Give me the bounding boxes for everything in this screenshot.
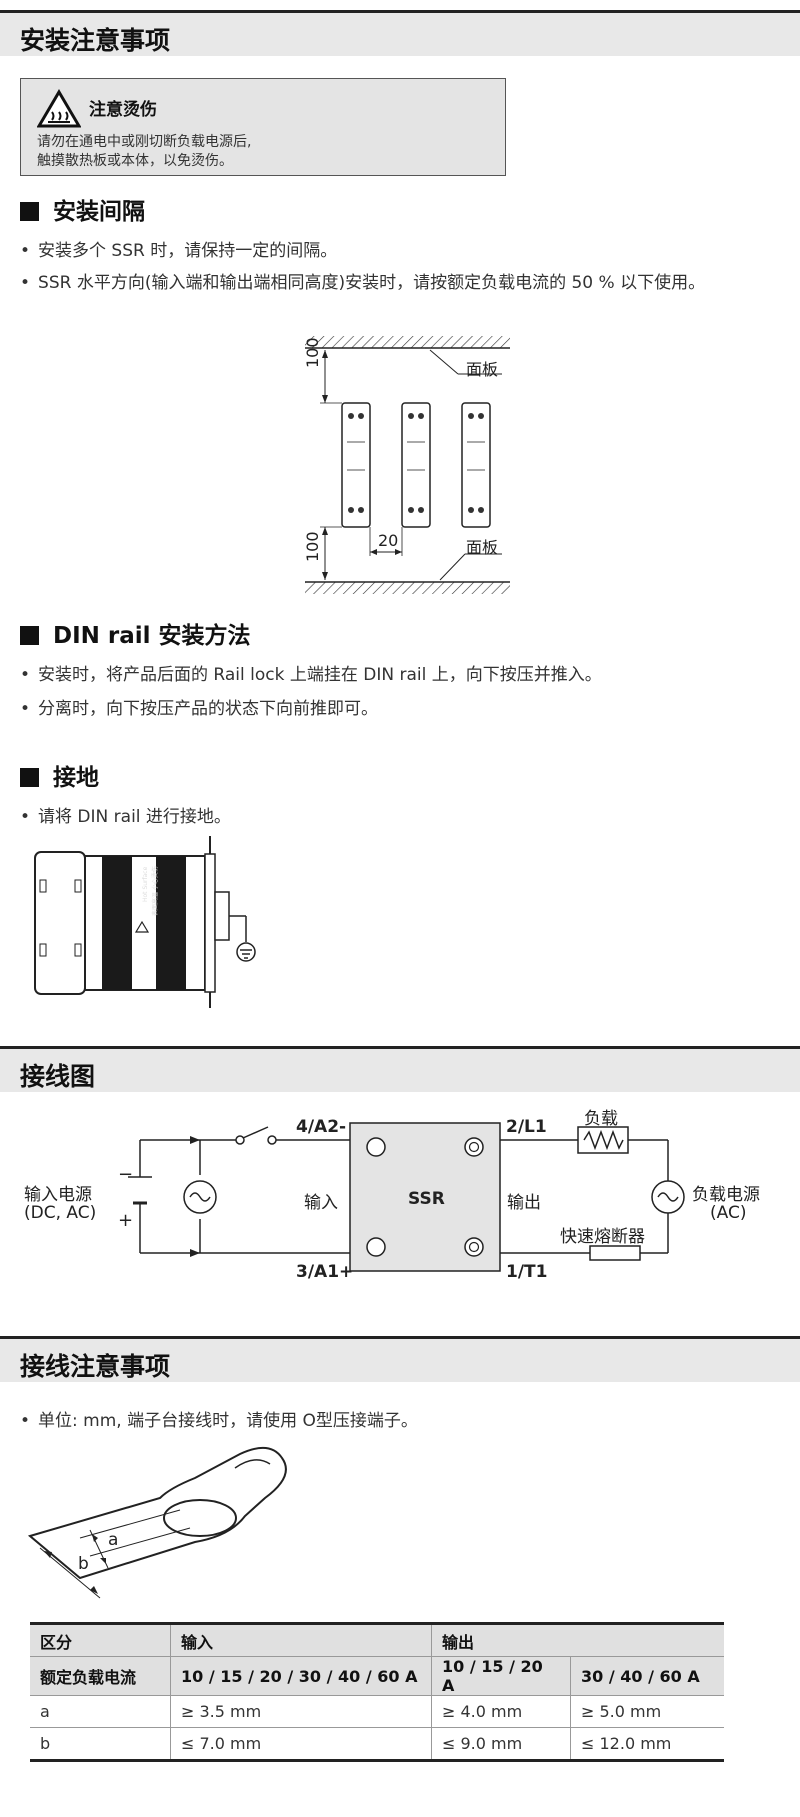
terminal-label: 2/L1 bbox=[506, 1117, 547, 1137]
table-cell: 额定负载电流 bbox=[30, 1656, 171, 1696]
warning-text: 触摸散热板或本体，以免烫伤。 bbox=[37, 153, 233, 169]
square-bullet-icon bbox=[20, 202, 39, 221]
subheading-din-rail: DIN rail 安装方法 bbox=[20, 616, 251, 650]
table-cell: 30 / 40 / 60 A bbox=[570, 1656, 724, 1696]
load-source-label: 负载电源 bbox=[692, 1185, 760, 1205]
ssr-module bbox=[401, 402, 431, 528]
din-rail bbox=[204, 853, 216, 993]
ssr-module bbox=[461, 402, 491, 528]
hot-surface-label: 表面高温 小心烫伤 bbox=[152, 866, 159, 916]
load-label: 负载 bbox=[584, 1109, 618, 1129]
dimension-label-b: b bbox=[78, 1554, 89, 1574]
subheading-spacing: 安装间隔 bbox=[20, 192, 145, 226]
section-title: 接线图 bbox=[20, 1062, 96, 1091]
square-bullet-icon bbox=[20, 626, 39, 645]
dimension-label-a: a bbox=[108, 1530, 119, 1550]
input-source-label: 输入电源 bbox=[24, 1185, 92, 1205]
subheading-text: DIN rail 安装方法 bbox=[53, 623, 251, 649]
warning-text: 请勿在通电中或刚切断负载电源后, bbox=[37, 134, 252, 150]
table-cell: ≤ 9.0 mm bbox=[431, 1727, 571, 1762]
bullet-item: 分离时，向下按压产品的状态下向前推即可。 bbox=[20, 694, 378, 719]
ground-diagram bbox=[34, 836, 256, 1008]
panel-top-hatch bbox=[305, 336, 510, 348]
ground-icon bbox=[236, 942, 256, 962]
warning-box: 注意烫伤 请勿在通电中或刚切断负载电源后, 触摸散热板或本体，以免烫伤。 bbox=[20, 78, 506, 176]
subheading-text: 接地 bbox=[53, 765, 99, 791]
table-cell: a bbox=[30, 1695, 171, 1728]
section-header-wiring-notes: 接线注意事项 bbox=[0, 1336, 800, 1382]
fuse-icon bbox=[589, 1245, 641, 1261]
table-header-row: 区分 输入 输出 bbox=[30, 1622, 724, 1657]
hot-surface-label: Hot Surface bbox=[142, 866, 149, 902]
warning-title: 注意烫伤 bbox=[89, 100, 157, 120]
panel-label: 面板 bbox=[466, 538, 499, 557]
table-header-row: 额定负载电流 10 / 15 / 20 / 30 / 40 / 60 A 10 … bbox=[30, 1656, 724, 1696]
ssr-label: SSR bbox=[408, 1189, 445, 1209]
table-cell: 输出 bbox=[431, 1622, 724, 1657]
table-row: b ≤ 7.0 mm ≤ 9.0 mm ≤ 12.0 mm bbox=[30, 1727, 724, 1762]
output-label: 输出 bbox=[507, 1193, 541, 1213]
dimension-label: 100 bbox=[303, 337, 322, 368]
square-bullet-icon bbox=[20, 768, 39, 787]
table-row: a ≥ 3.5 mm ≥ 4.0 mm ≥ 5.0 mm bbox=[30, 1695, 724, 1728]
table-cell: 区分 bbox=[30, 1622, 171, 1657]
table-cell: ≤ 12.0 mm bbox=[570, 1727, 724, 1762]
terminal-spec-table: 区分 输入 输出 额定负载电流 10 / 15 / 20 / 30 / 40 /… bbox=[30, 1622, 724, 1762]
ring-terminal-diagram bbox=[27, 1447, 287, 1599]
table-cell: 输入 bbox=[170, 1622, 432, 1657]
minus-sign: − bbox=[118, 1164, 134, 1185]
section-header-wiring: 接线图 bbox=[0, 1046, 800, 1092]
wiring-diagram bbox=[128, 1122, 685, 1272]
terminal-label: 1/T1 bbox=[506, 1262, 548, 1282]
dimension-label: 20 bbox=[378, 531, 399, 550]
fuse-label: 快速熔断器 bbox=[560, 1227, 645, 1247]
panel-label: 面板 bbox=[466, 360, 499, 379]
plus-sign: + bbox=[118, 1210, 134, 1231]
section-title: 接线注意事项 bbox=[20, 1352, 171, 1381]
input-label: 输入 bbox=[304, 1193, 338, 1213]
panel-bottom-hatch bbox=[305, 582, 510, 594]
ssr-module bbox=[341, 402, 371, 528]
load-source-label: (AC) bbox=[710, 1203, 747, 1223]
table-cell: ≤ 7.0 mm bbox=[170, 1727, 432, 1762]
table-cell: ≥ 3.5 mm bbox=[170, 1695, 432, 1728]
load-resistor-icon bbox=[577, 1126, 629, 1154]
bullet-item: 单位: mm, 端子台接线时，请使用 O型压接端子。 bbox=[20, 1406, 418, 1431]
bullet-item: SSR 水平方向(输入端和输出端相同高度)安装时，请按额定负载电流的 50 % … bbox=[20, 268, 705, 293]
bullet-item: 安装多个 SSR 时，请保持一定的间隔。 bbox=[20, 236, 337, 261]
table-cell: 10 / 15 / 20 A bbox=[431, 1656, 571, 1696]
ring-terminal-icon bbox=[27, 1447, 287, 1580]
spacing-diagram bbox=[305, 336, 510, 594]
subheading-text: 安装间隔 bbox=[53, 199, 145, 225]
switch-icon bbox=[235, 1135, 245, 1145]
bullet-item: 安装时，将产品后面的 Rail lock 上端挂在 DIN rail 上，向下按… bbox=[20, 660, 602, 685]
table-cell: ≥ 5.0 mm bbox=[570, 1695, 724, 1728]
terminal-label: 3/A1+ bbox=[296, 1262, 354, 1282]
hot-surface-icon bbox=[37, 89, 81, 128]
dimension-label: 100 bbox=[303, 531, 322, 562]
table-cell: b bbox=[30, 1727, 171, 1762]
section-title: 安装注意事项 bbox=[20, 26, 171, 55]
warning-icon bbox=[134, 920, 150, 933]
table-cell: 10 / 15 / 20 / 30 / 40 / 60 A bbox=[170, 1656, 432, 1696]
section-header-install: 安装注意事项 bbox=[0, 10, 800, 56]
subheading-ground: 接地 bbox=[20, 758, 99, 792]
input-source-label: (DC, AC) bbox=[24, 1203, 97, 1223]
terminal-label: 4/A2- bbox=[296, 1117, 347, 1137]
bullet-item: 请将 DIN rail 进行接地。 bbox=[20, 802, 231, 827]
table-cell: ≥ 4.0 mm bbox=[431, 1695, 571, 1728]
